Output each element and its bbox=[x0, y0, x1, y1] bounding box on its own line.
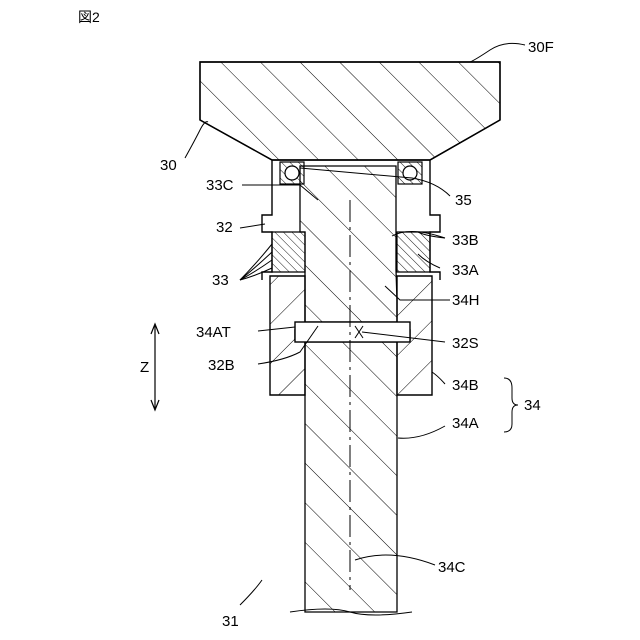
shaft-34A-lower bbox=[305, 342, 397, 612]
label-34: 34 bbox=[524, 397, 541, 414]
label-33C: 33C bbox=[206, 177, 234, 194]
label-34AT: 34AT bbox=[196, 324, 231, 341]
label-32B: 32B bbox=[208, 357, 235, 374]
label-33A: 33A bbox=[452, 262, 479, 279]
nut-33-right bbox=[397, 232, 430, 272]
label-32S: 32S bbox=[452, 335, 479, 352]
figure-label: 図2 bbox=[78, 9, 100, 25]
label-34A: 34A bbox=[452, 415, 479, 432]
shaft-34A bbox=[300, 166, 397, 322]
label-32: 32 bbox=[216, 219, 233, 236]
member-32-body bbox=[262, 160, 272, 280]
label-33B: 33B bbox=[452, 232, 479, 249]
bracket-34 bbox=[504, 378, 518, 432]
z-direction-arrow bbox=[151, 324, 159, 410]
label-30F: 30F bbox=[528, 39, 554, 56]
label-34B: 34B bbox=[452, 377, 479, 394]
slide-32S bbox=[295, 322, 410, 342]
label-34C: 34C bbox=[438, 559, 466, 576]
label-31: 31 bbox=[222, 613, 239, 630]
bearing-35-right bbox=[398, 162, 422, 184]
label-Z: Z bbox=[140, 359, 149, 376]
nut-33-left bbox=[272, 232, 305, 272]
label-35: 35 bbox=[455, 192, 472, 209]
label-34H: 34H bbox=[452, 292, 480, 309]
label-30: 30 bbox=[160, 157, 177, 174]
label-33: 33 bbox=[212, 272, 229, 289]
